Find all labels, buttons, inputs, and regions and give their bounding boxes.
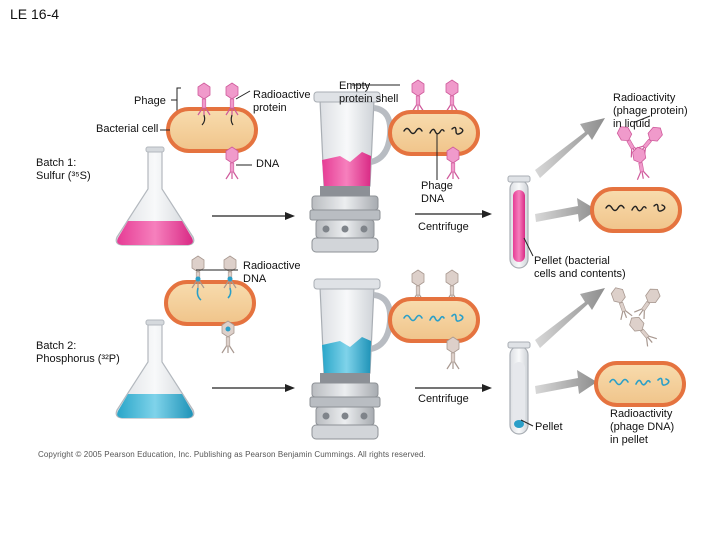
batch2-infection-cell bbox=[164, 255, 256, 326]
batch2-blender bbox=[310, 279, 390, 439]
label-empty-shell: Empty protein shell bbox=[339, 80, 399, 105]
label-phage: Phage bbox=[134, 95, 166, 107]
batch1-blender bbox=[310, 92, 390, 252]
label-centrifuge-1: Centrifuge bbox=[418, 221, 469, 233]
label-phage-dna: Phage DNA bbox=[421, 180, 453, 205]
label-centrifuge-2: Centrifuge bbox=[418, 393, 469, 405]
label-radioactive-protein: Radioactive protein bbox=[253, 89, 311, 114]
label-batch2: Batch 2: Phosphorus (³²P) bbox=[36, 340, 120, 365]
copyright-notice: Copyright © 2005 Pearson Education, Inc.… bbox=[38, 450, 426, 459]
batch2-arrow-to-tube bbox=[415, 384, 492, 392]
batch1-pellet-cell bbox=[590, 187, 682, 233]
label-radioactivity-liquid: Radioactivity (phage protein) in liquid bbox=[613, 92, 688, 130]
batch2-pellet-cell bbox=[594, 361, 686, 407]
batch1-test-tube bbox=[507, 175, 531, 269]
batch2-test-tube bbox=[507, 341, 531, 435]
batch1-flask bbox=[115, 146, 195, 246]
batch2-arrow-to-blender bbox=[212, 384, 295, 392]
slide-title: LE 16-4 bbox=[10, 6, 60, 22]
label-batch1: Batch 1: Sulfur (³⁵S) bbox=[36, 157, 91, 182]
label-radioactivity-pellet: Radioactivity (phage DNA) in pellet bbox=[610, 408, 675, 446]
label-radioactive-dna: Radioactive DNA bbox=[243, 260, 301, 285]
batch1-blended-cell bbox=[388, 110, 480, 156]
batch2-flask bbox=[115, 319, 195, 419]
batch1-arrow-to-blender bbox=[212, 212, 295, 220]
label-pellet: Pellet bbox=[535, 421, 563, 433]
label-bacterial-cell: Bacterial cell bbox=[96, 123, 159, 135]
batch2-blended-cell bbox=[388, 297, 480, 343]
batch1-infection-cell bbox=[166, 82, 258, 153]
batch1-arrow-to-tube bbox=[415, 210, 492, 218]
phage-bracket bbox=[171, 87, 181, 113]
label-dna: DNA bbox=[256, 158, 280, 170]
batch1-phage-below bbox=[225, 146, 239, 180]
label-pellet-bacterial: Pellet (bacterial cells and contents) bbox=[534, 255, 626, 280]
